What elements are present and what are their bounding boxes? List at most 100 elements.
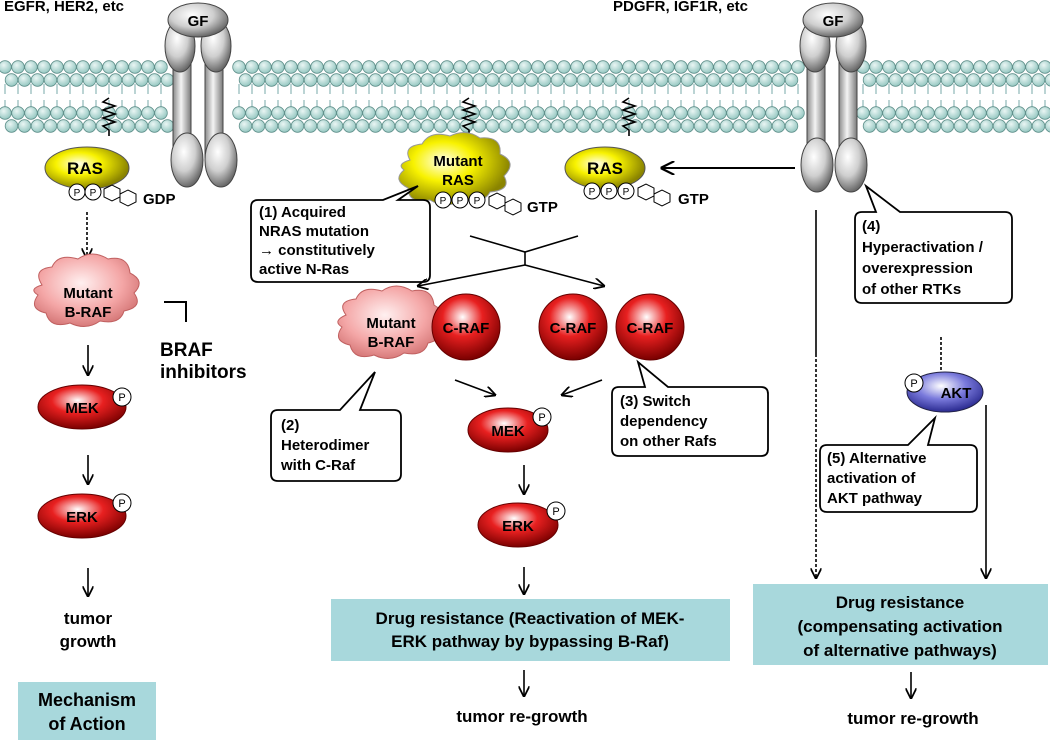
cell-membrane: [0, 60, 1050, 133]
gf-label-right: GF: [823, 13, 844, 30]
lipid-head: [375, 106, 389, 120]
lipid-head: [875, 73, 890, 87]
lipid-head: [771, 73, 786, 87]
lipid-head: [0, 60, 12, 74]
lipid-head: [966, 119, 981, 133]
lipid-head: [24, 106, 38, 120]
lipid-head: [758, 73, 773, 87]
lipid-head: [76, 106, 90, 120]
lipid-head: [492, 60, 506, 74]
lipid-head: [1044, 73, 1050, 87]
lipid-head: [362, 106, 376, 120]
phospho-erk-left: P: [118, 498, 125, 510]
lipid-head: [50, 60, 64, 74]
lipid-head: [342, 73, 357, 87]
phospho-akt: P: [910, 378, 917, 390]
lipid-head: [921, 60, 935, 74]
right-pathway: RAS P P P GTP (4) Hyperactivation / over…: [564, 146, 1048, 728]
lipid-head: [888, 119, 903, 133]
mek-node-middle: [467, 407, 549, 453]
lipid-head: [69, 119, 84, 133]
svg-text:P: P: [589, 187, 596, 198]
lipid-head: [934, 106, 948, 120]
callout-3-line1: (3) Switch: [620, 393, 691, 410]
lipid-head: [50, 106, 64, 120]
lipid-head: [973, 60, 987, 74]
lipid-head: [271, 106, 285, 120]
drug-resistance-box-right: [753, 584, 1048, 665]
craf-node-2: [538, 293, 608, 361]
lipid-head: [414, 60, 428, 74]
lipid-head: [537, 73, 552, 87]
lipid-head: [277, 73, 292, 87]
mechanism-box-line1: Mechanism: [38, 690, 136, 710]
lipid-head: [381, 119, 396, 133]
lipid-head: [394, 119, 409, 133]
lipid-head: [563, 73, 578, 87]
lipid-head: [960, 106, 974, 120]
callout-2-line3: with C-Raf: [280, 457, 356, 474]
lipid-head: [557, 106, 571, 120]
craf-node-3: [615, 293, 685, 361]
svg-text:P: P: [623, 187, 630, 198]
lipid-head: [615, 73, 630, 87]
lipid-head: [472, 73, 487, 87]
mutant-ras-label-1: Mutant: [433, 153, 482, 170]
branch-arrows: [418, 235, 604, 286]
erk-node-left: [37, 493, 127, 539]
lipid-head: [414, 106, 428, 120]
lipid-head: [394, 73, 409, 87]
lipid-head: [407, 73, 422, 87]
callout-1-line3: → constitutively: [259, 242, 376, 259]
lipid-head: [979, 119, 994, 133]
lipid-head: [37, 60, 51, 74]
lipid-head: [303, 73, 318, 87]
lipid-head: [336, 60, 350, 74]
lipid-head: [160, 119, 175, 133]
lipid-head: [238, 119, 253, 133]
lipid-head: [784, 119, 799, 133]
lipid-head: [544, 106, 558, 120]
lipid-head: [440, 106, 454, 120]
svg-text:P: P: [90, 188, 97, 199]
lipid-head: [349, 60, 363, 74]
lipid-head: [56, 119, 71, 133]
lipid-head: [966, 73, 981, 87]
lipid-head: [940, 119, 955, 133]
lipid-head: [960, 60, 974, 74]
lipid-head: [1025, 106, 1039, 120]
outcome-left-2: growth: [60, 632, 117, 651]
lipid-head: [251, 119, 266, 133]
lipid-head: [869, 60, 883, 74]
lipid-head: [232, 60, 246, 74]
callout-2-line1: (2): [281, 417, 299, 434]
lipid-head: [141, 60, 155, 74]
lipid-head: [882, 60, 896, 74]
lipid-head: [908, 60, 922, 74]
lipid-head: [1018, 119, 1033, 133]
lipid-head: [4, 119, 19, 133]
lipid-head: [531, 106, 545, 120]
membrane-anchors: [100, 97, 638, 136]
lipid-head: [24, 60, 38, 74]
lipid-head: [648, 106, 662, 120]
lipid-head: [693, 73, 708, 87]
outcome-right: tumor re-growth: [847, 709, 978, 728]
lipid-head: [388, 60, 402, 74]
lipid-head: [82, 73, 97, 87]
lipid-head: [765, 60, 779, 74]
lipid-head: [258, 60, 272, 74]
phospho-mek-middle: P: [538, 412, 545, 424]
lipid-head: [745, 119, 760, 133]
lipid-head: [82, 119, 97, 133]
braf-label-middle-2: B-RAF: [368, 334, 415, 351]
lipid-head: [498, 73, 513, 87]
erk-node-middle: [477, 502, 559, 548]
svg-text:P: P: [606, 187, 613, 198]
lipid-head: [1044, 119, 1050, 133]
lipid-head: [453, 60, 467, 74]
lipid-head: [745, 73, 760, 87]
lipid-head: [914, 73, 929, 87]
lipid-head: [641, 73, 656, 87]
lipid-head: [0, 106, 12, 120]
